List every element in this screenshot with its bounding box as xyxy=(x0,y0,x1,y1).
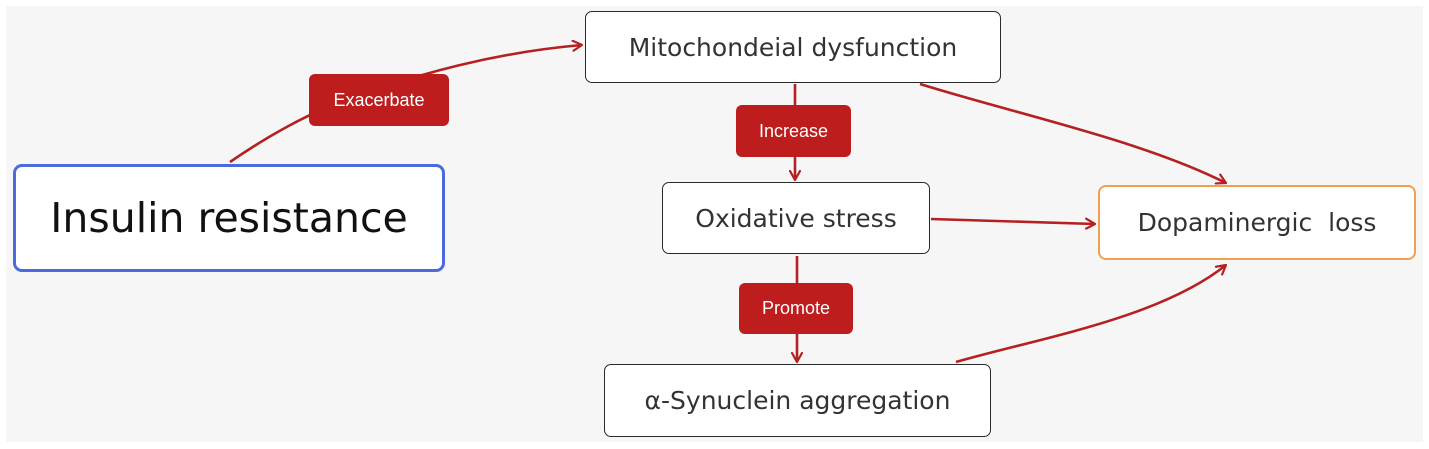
edge-oxid-to-dopa xyxy=(930,219,1095,224)
node-oxidative-stress-label: Oxidative stress xyxy=(695,203,897,233)
node-mitochondrial-dysfunction: Mitochondeial dysfunction xyxy=(585,11,1001,83)
edge-mito-to-dopa xyxy=(919,82,1226,183)
node-dopaminergic-loss-label: Dopaminergic loss xyxy=(1137,208,1377,237)
edge-syn-to-dopa xyxy=(955,265,1226,364)
node-oxidative-stress: Oxidative stress xyxy=(662,182,930,254)
node-alpha-synuclein-label: α-Synuclein aggregation xyxy=(644,386,951,415)
node-alpha-synuclein-aggregation: α-Synuclein aggregation xyxy=(604,364,991,437)
relation-tag-promote: Promote xyxy=(739,283,853,334)
relation-tag-promote-label: Promote xyxy=(761,298,831,318)
relation-tag-increase: Increase xyxy=(736,105,851,157)
node-dopaminergic-loss: Dopaminergic loss xyxy=(1098,185,1416,260)
relation-tag-increase-label: Increase xyxy=(758,120,829,141)
relation-tag-exacerbate: Exacerbate xyxy=(309,74,449,126)
node-insulin-resistance: Insulin resistance xyxy=(13,164,445,272)
node-mitochondrial-dysfunction-label: Mitochondeial dysfunction xyxy=(628,32,958,62)
relation-tag-exacerbate-label: Exacerbate xyxy=(333,89,425,110)
node-insulin-resistance-label: Insulin resistance xyxy=(50,194,408,242)
